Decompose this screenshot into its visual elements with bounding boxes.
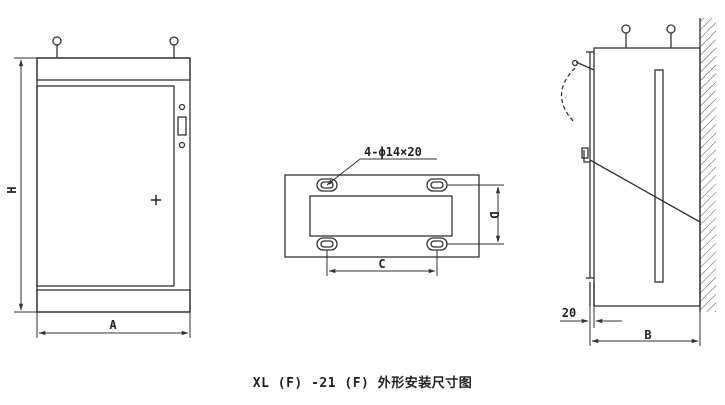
mounting-hole xyxy=(426,178,448,192)
label-b: B xyxy=(644,328,651,342)
top-arm xyxy=(575,61,595,71)
cabinet-side xyxy=(593,47,701,307)
side-handle xyxy=(583,150,590,163)
drawing-caption: XL (F) -21 (F) 外形安装尺寸图 xyxy=(252,376,473,391)
dimension-d xyxy=(447,184,504,245)
lock-dot-bottom xyxy=(178,141,186,149)
wall-hatching xyxy=(700,18,716,312)
plus-mark xyxy=(151,195,161,205)
door-swing-arc xyxy=(561,67,576,124)
base-opening xyxy=(309,195,453,237)
label-hole-spec: 4-ϕ14×20 xyxy=(364,145,422,159)
mounting-hole xyxy=(316,237,338,251)
bottom-panel xyxy=(36,289,191,313)
lock-dot-top xyxy=(178,103,186,111)
door-handle xyxy=(177,116,187,136)
lifting-eye-left xyxy=(621,24,631,48)
diagonal-brace xyxy=(589,159,701,223)
dimension-b xyxy=(591,312,701,346)
dimension-c xyxy=(326,250,438,276)
mounting-hole xyxy=(426,237,448,251)
lifting-eye-right xyxy=(169,36,179,58)
door xyxy=(36,85,175,287)
dimension-h xyxy=(14,57,37,313)
front-view xyxy=(14,36,191,338)
lifting-eye-right xyxy=(666,24,676,48)
label-a: A xyxy=(109,318,117,332)
hole-leader xyxy=(326,158,437,186)
dimension-20 xyxy=(560,306,622,346)
top-panel xyxy=(36,57,191,81)
dimension-a xyxy=(36,312,191,338)
vent-slot xyxy=(654,69,664,283)
side-view xyxy=(560,18,716,346)
label-h: H xyxy=(5,186,19,193)
lifting-eye-left xyxy=(52,36,62,58)
label-c: C xyxy=(378,257,385,271)
label-20: 20 xyxy=(562,306,576,320)
base-plate xyxy=(284,174,480,258)
mounting-base-view xyxy=(284,158,504,276)
cabinet-outline xyxy=(36,57,191,313)
label-d: D xyxy=(487,211,501,218)
